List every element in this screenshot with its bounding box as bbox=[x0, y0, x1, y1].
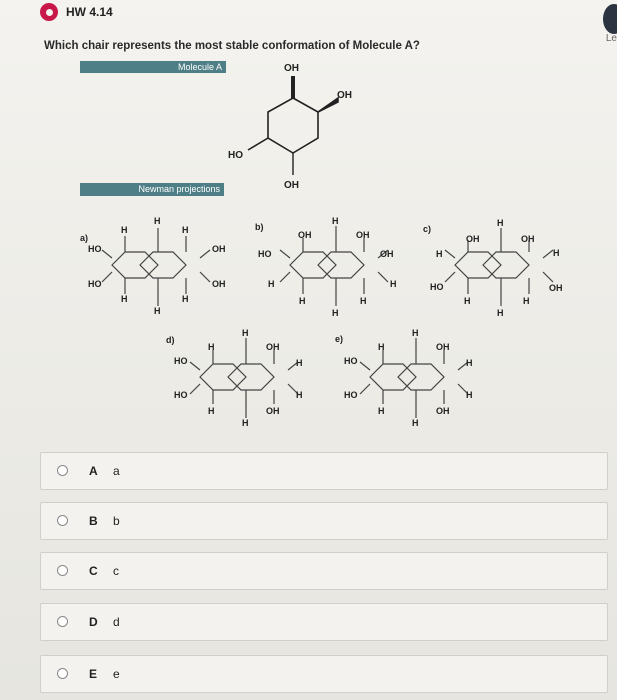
choice-letter: D bbox=[89, 615, 98, 629]
svg-text:OH: OH bbox=[436, 342, 450, 352]
svg-text:HO: HO bbox=[258, 249, 272, 259]
choice-b[interactable]: B b bbox=[40, 502, 608, 540]
svg-text:H: H bbox=[154, 306, 161, 316]
svg-text:H: H bbox=[268, 279, 275, 289]
molecule-a-structure bbox=[247, 76, 339, 175]
chemistry-figure: OH OH HO OH a) H H H HO HO OH OH H H H b) bbox=[80, 63, 563, 428]
svg-text:OH: OH bbox=[212, 244, 226, 254]
svg-text:H: H bbox=[464, 296, 471, 306]
svg-text:H: H bbox=[466, 358, 473, 368]
radio-b[interactable] bbox=[57, 515, 68, 526]
svg-text:H: H bbox=[296, 390, 303, 400]
svg-text:H: H bbox=[390, 279, 397, 289]
svg-text:H: H bbox=[378, 406, 385, 416]
option-e-tag: e) bbox=[335, 334, 343, 344]
svg-text:H: H bbox=[523, 296, 530, 306]
molecule-top-label: OH bbox=[284, 63, 299, 74]
svg-text:H: H bbox=[242, 418, 249, 428]
molecule-label: Molecule A bbox=[80, 61, 226, 73]
svg-text:H: H bbox=[154, 216, 161, 226]
svg-text:H: H bbox=[121, 225, 128, 235]
svg-text:H: H bbox=[497, 218, 504, 228]
choice-letter: C bbox=[89, 564, 98, 578]
choice-letter: B bbox=[89, 514, 98, 528]
svg-text:H: H bbox=[436, 249, 443, 259]
svg-text:H: H bbox=[299, 296, 306, 306]
option-c-tag: c) bbox=[423, 224, 431, 234]
svg-text:HO: HO bbox=[344, 356, 358, 366]
molecule-right-label: OH bbox=[337, 90, 352, 101]
choice-a[interactable]: A a bbox=[40, 452, 608, 490]
svg-text:H: H bbox=[208, 406, 215, 416]
svg-text:H: H bbox=[208, 342, 215, 352]
svg-text:H: H bbox=[121, 294, 128, 304]
svg-text:H: H bbox=[296, 358, 303, 368]
option-b-tag: b) bbox=[255, 222, 264, 232]
radio-c[interactable] bbox=[57, 565, 68, 576]
option-d-tag: d) bbox=[166, 335, 175, 345]
option-a-tag: a) bbox=[80, 233, 88, 243]
corner-avatar[interactable] bbox=[603, 4, 617, 34]
radio-e[interactable] bbox=[57, 668, 68, 679]
molecule-bottom-label: OH bbox=[284, 180, 299, 191]
assignment-icon bbox=[40, 3, 58, 21]
svg-text:OH: OH bbox=[356, 230, 370, 240]
svg-text:H: H bbox=[332, 216, 339, 226]
svg-text:OH: OH bbox=[466, 234, 480, 244]
svg-text:OH: OH bbox=[549, 283, 563, 293]
choice-text: c bbox=[113, 564, 119, 578]
svg-text:HO: HO bbox=[174, 356, 188, 366]
svg-text:H: H bbox=[182, 225, 189, 235]
svg-text:H: H bbox=[182, 294, 189, 304]
svg-text:HO: HO bbox=[430, 282, 444, 292]
option-a-chairs: a) H H H HO HO OH OH H H H bbox=[80, 216, 226, 316]
choice-e[interactable]: E e bbox=[40, 655, 608, 693]
svg-text:OH: OH bbox=[266, 342, 280, 352]
svg-text:OH: OH bbox=[298, 230, 312, 240]
svg-text:OH: OH bbox=[521, 234, 535, 244]
svg-text:HO: HO bbox=[344, 390, 358, 400]
option-d-chairs: d) H H OH HO HO H H H H OH bbox=[166, 328, 303, 428]
choice-letter: A bbox=[89, 464, 98, 478]
option-e-chairs: e) H H OH HO HO H H H H OH bbox=[335, 328, 473, 428]
choice-letter: E bbox=[89, 667, 98, 681]
choice-d[interactable]: D d bbox=[40, 603, 608, 641]
svg-text:H: H bbox=[332, 308, 339, 318]
svg-text:OH: OH bbox=[436, 406, 450, 416]
svg-text:HO: HO bbox=[88, 244, 102, 254]
svg-text:H: H bbox=[553, 248, 560, 258]
svg-text:H: H bbox=[360, 296, 367, 306]
svg-text:OH: OH bbox=[212, 279, 226, 289]
newman-label: Newman projections bbox=[80, 183, 224, 196]
choice-text: d bbox=[113, 615, 120, 629]
svg-text:H: H bbox=[378, 342, 385, 352]
svg-text:H: H bbox=[412, 328, 419, 338]
choice-text: a bbox=[113, 464, 120, 478]
radio-d[interactable] bbox=[57, 616, 68, 627]
corner-label: Le bbox=[605, 33, 617, 44]
svg-text:OH: OH bbox=[266, 406, 280, 416]
option-c-chairs: c) OH H OH H HO H OH H H H bbox=[423, 218, 563, 318]
choice-c[interactable]: C c bbox=[40, 552, 608, 590]
svg-text:HO: HO bbox=[174, 390, 188, 400]
svg-text:H: H bbox=[497, 308, 504, 318]
svg-text:H: H bbox=[412, 418, 419, 428]
header: HW 4.14 bbox=[40, 2, 113, 22]
assignment-title: HW 4.14 bbox=[66, 5, 113, 19]
molecule-left-label: HO bbox=[228, 150, 243, 161]
choice-text: e bbox=[113, 667, 120, 681]
svg-text:HO: HO bbox=[88, 279, 102, 289]
svg-text:H: H bbox=[242, 328, 249, 338]
svg-text:OH: OH bbox=[380, 249, 394, 259]
question-text: Which chair represents the most stable c… bbox=[44, 40, 420, 52]
radio-a[interactable] bbox=[57, 465, 68, 476]
choice-text: b bbox=[113, 514, 120, 528]
svg-text:H: H bbox=[466, 390, 473, 400]
